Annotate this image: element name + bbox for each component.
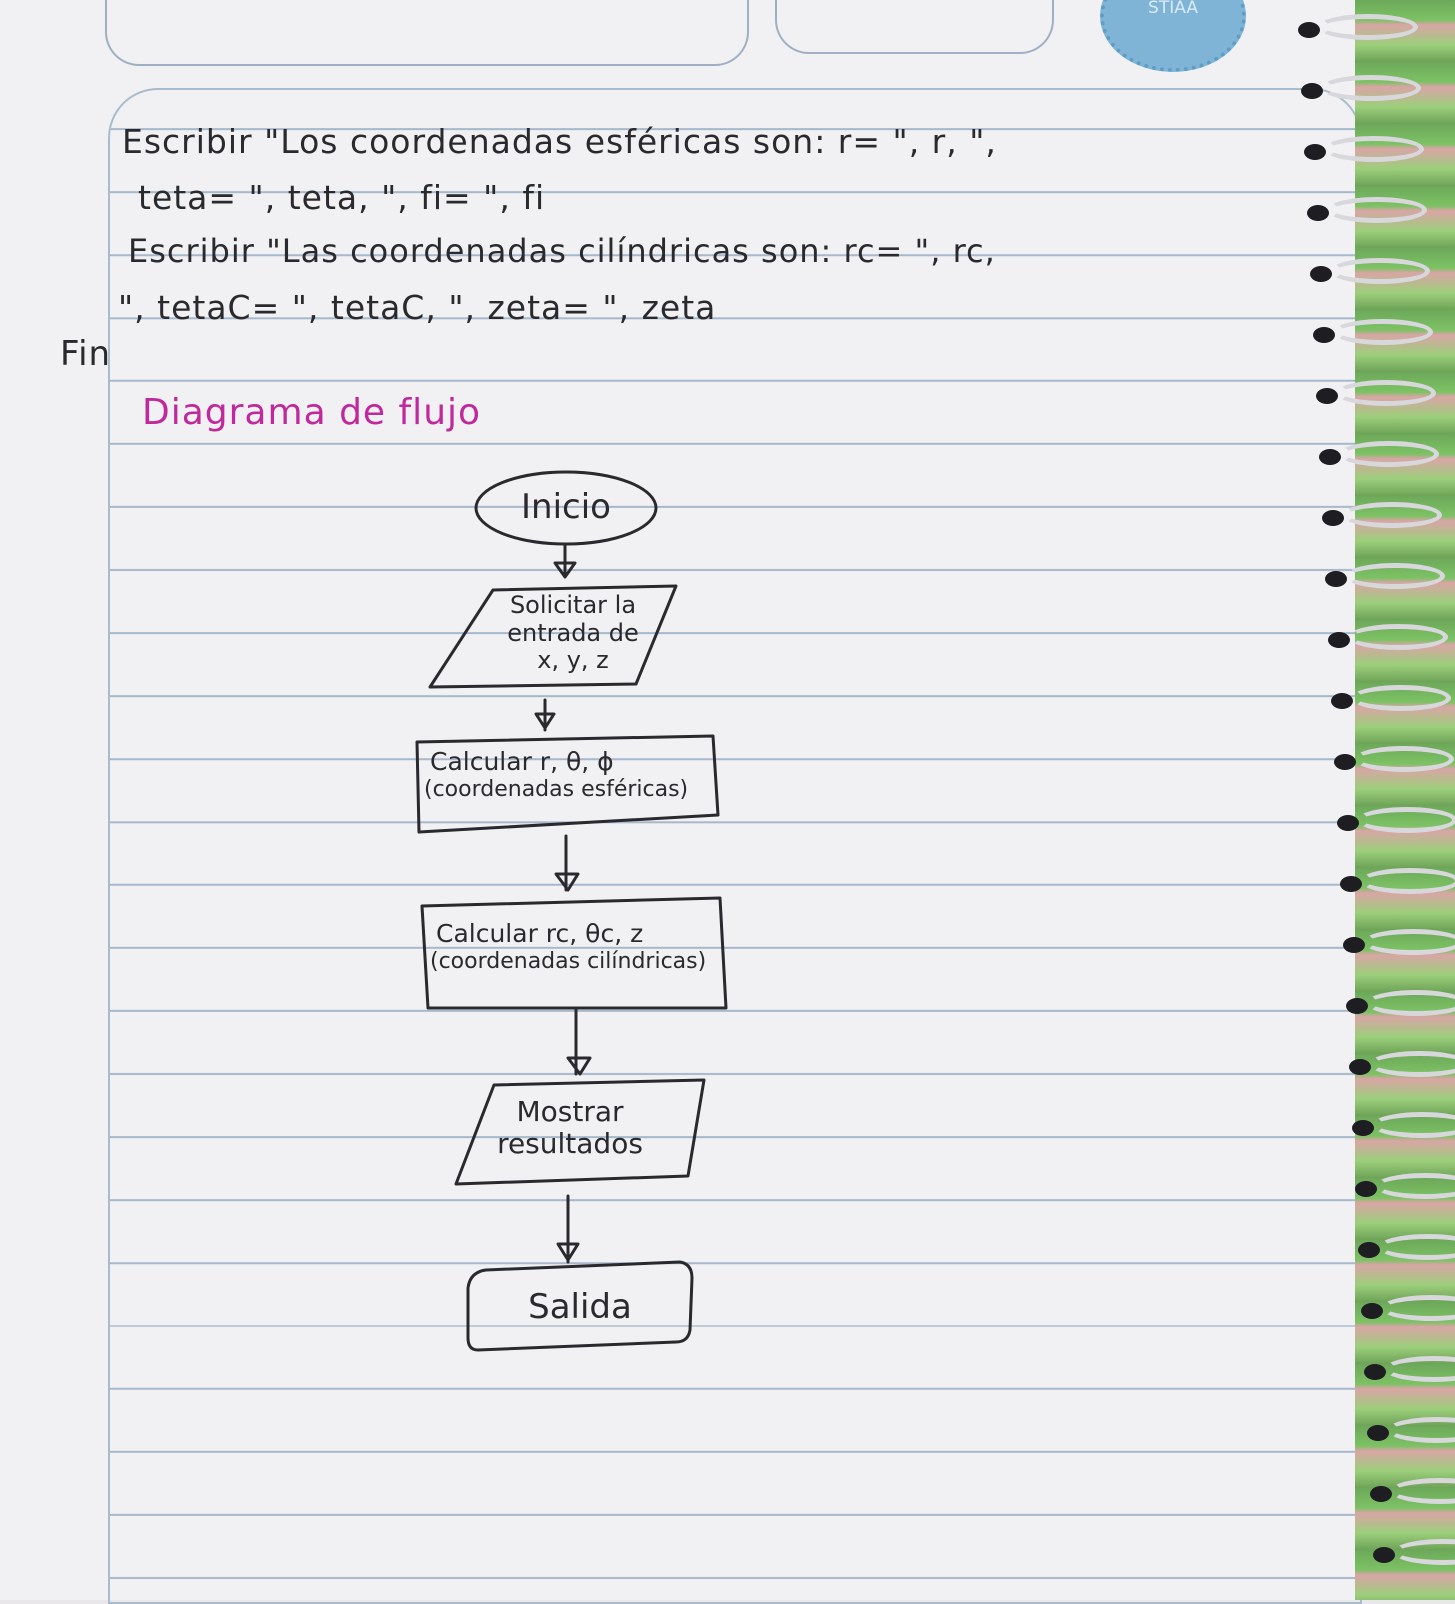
binding-ring: [1354, 746, 1454, 772]
process-2-line-2: (coordenadas cilíndricas): [430, 948, 707, 974]
process-2-label: Calcular rc, θc, z (coordenadas cilíndri…: [430, 919, 722, 974]
input-parallelogram: [428, 584, 678, 689]
binding-hole: [1328, 632, 1350, 648]
binding-ring: [1390, 1478, 1455, 1504]
process-1-line-2: (coordenadas esféricas): [424, 776, 689, 802]
binding-ring: [1363, 929, 1455, 955]
binding-hole: [1367, 1425, 1389, 1441]
flowchart-shapes: [415, 470, 728, 1352]
binding-hole: [1343, 937, 1365, 953]
output-parallelogram: [454, 1078, 706, 1186]
binding-hole: [1340, 876, 1362, 892]
binding-ring: [1378, 1234, 1455, 1260]
binding-ring: [1357, 807, 1455, 833]
binding-hole: [1319, 449, 1341, 465]
pseudocode-line-3: Escribir "Las coordenadas cilíndricas so…: [128, 232, 996, 270]
binding-ring: [1381, 1295, 1455, 1321]
header-box-right: [775, 0, 1054, 54]
stamp-text: STIAA: [1148, 0, 1198, 18]
binding-hole: [1334, 754, 1356, 770]
binding-hole: [1322, 510, 1344, 526]
binding-hole: [1298, 22, 1320, 38]
arrow-5-head: [556, 1242, 580, 1262]
input-label: Solicitar la entrada de x, y, z: [478, 591, 668, 675]
binding-ring: [1324, 136, 1424, 162]
binding-hole: [1364, 1364, 1386, 1380]
output-label: Mostrar resultados: [470, 1095, 670, 1161]
binding-hole: [1373, 1547, 1395, 1563]
diagram-heading: Diagrama de flujo: [142, 392, 482, 433]
binding-hole: [1370, 1486, 1392, 1502]
binding-ring: [1342, 502, 1442, 528]
input-label-line-3: x, y, z: [537, 646, 609, 675]
binding-ring: [1333, 319, 1433, 345]
binding-hole: [1352, 1120, 1374, 1136]
binding-hole: [1313, 327, 1335, 343]
output-label-line-1: Mostrar: [516, 1095, 624, 1128]
binding-ring: [1345, 563, 1445, 589]
input-label-line-2: entrada de: [507, 618, 639, 647]
binding-ring: [1369, 1051, 1455, 1077]
binding-ring: [1387, 1417, 1455, 1443]
arrow-1-head: [553, 561, 577, 579]
binding-ring: [1336, 380, 1436, 406]
binding-ring: [1351, 685, 1451, 711]
arrow-2-head: [534, 712, 556, 730]
process-1-rect: [415, 734, 720, 834]
binding-ring: [1360, 868, 1455, 894]
binding-hole: [1337, 815, 1359, 831]
binding-ring: [1384, 1356, 1455, 1382]
binding-ring: [1393, 1539, 1455, 1565]
binding-ring: [1372, 1112, 1455, 1138]
binding-ring: [1330, 258, 1430, 284]
start-label: Inicio: [521, 487, 611, 527]
process-1-line-1: Calcular r, θ, ϕ: [430, 747, 614, 776]
binding-hole: [1346, 998, 1368, 1014]
process-2-rect: [420, 896, 728, 1010]
binding-hole: [1355, 1181, 1377, 1197]
binding-hole: [1358, 1242, 1380, 1258]
binding-hole: [1331, 693, 1353, 709]
binding-hole: [1361, 1303, 1383, 1319]
end-label: Salida: [528, 1287, 632, 1327]
binding-ring: [1375, 1173, 1455, 1199]
binding-ring: [1327, 197, 1427, 223]
end-terminal-shape: [466, 1260, 694, 1352]
binding-hole: [1310, 266, 1332, 282]
binding-ring: [1318, 14, 1418, 40]
binding-hole: [1349, 1059, 1371, 1075]
binding-ring: [1339, 441, 1439, 467]
binding-hole: [1316, 388, 1338, 404]
pseudocode-line-4: ", tetaC= ", tetaC, ", zeta= ", zeta: [118, 288, 717, 327]
arrow-4-head: [566, 1056, 592, 1076]
output-label-line-2: resultados: [497, 1127, 643, 1161]
binding-hole: [1301, 83, 1323, 99]
binding-ring: [1348, 624, 1448, 650]
notebook-page: STIAA Escribir "Los coordenadas esférica…: [60, 0, 1362, 1604]
pseudocode-line-1: Escribir "Los coordenadas esféricas son:…: [122, 122, 997, 161]
binding-hole: [1325, 571, 1347, 587]
input-label-line-1: Solicitar la: [509, 591, 637, 619]
binding-ring: [1321, 75, 1421, 101]
process-2-line-1: Calcular rc, θc, z: [436, 919, 644, 948]
process-1-label: Calcular r, θ, ϕ (coordenadas esféricas): [424, 747, 714, 802]
header-box-left: [105, 0, 749, 66]
pseudocode-end: Fin: [60, 334, 112, 374]
start-terminal-shape: [474, 470, 658, 546]
binding-hole: [1304, 144, 1326, 160]
binding-hole: [1307, 205, 1329, 221]
pseudocode-line-2: teta= ", teta, ", fi= ", fi: [138, 178, 546, 217]
binding-ring: [1366, 990, 1455, 1016]
arrow-3-head: [554, 872, 580, 892]
